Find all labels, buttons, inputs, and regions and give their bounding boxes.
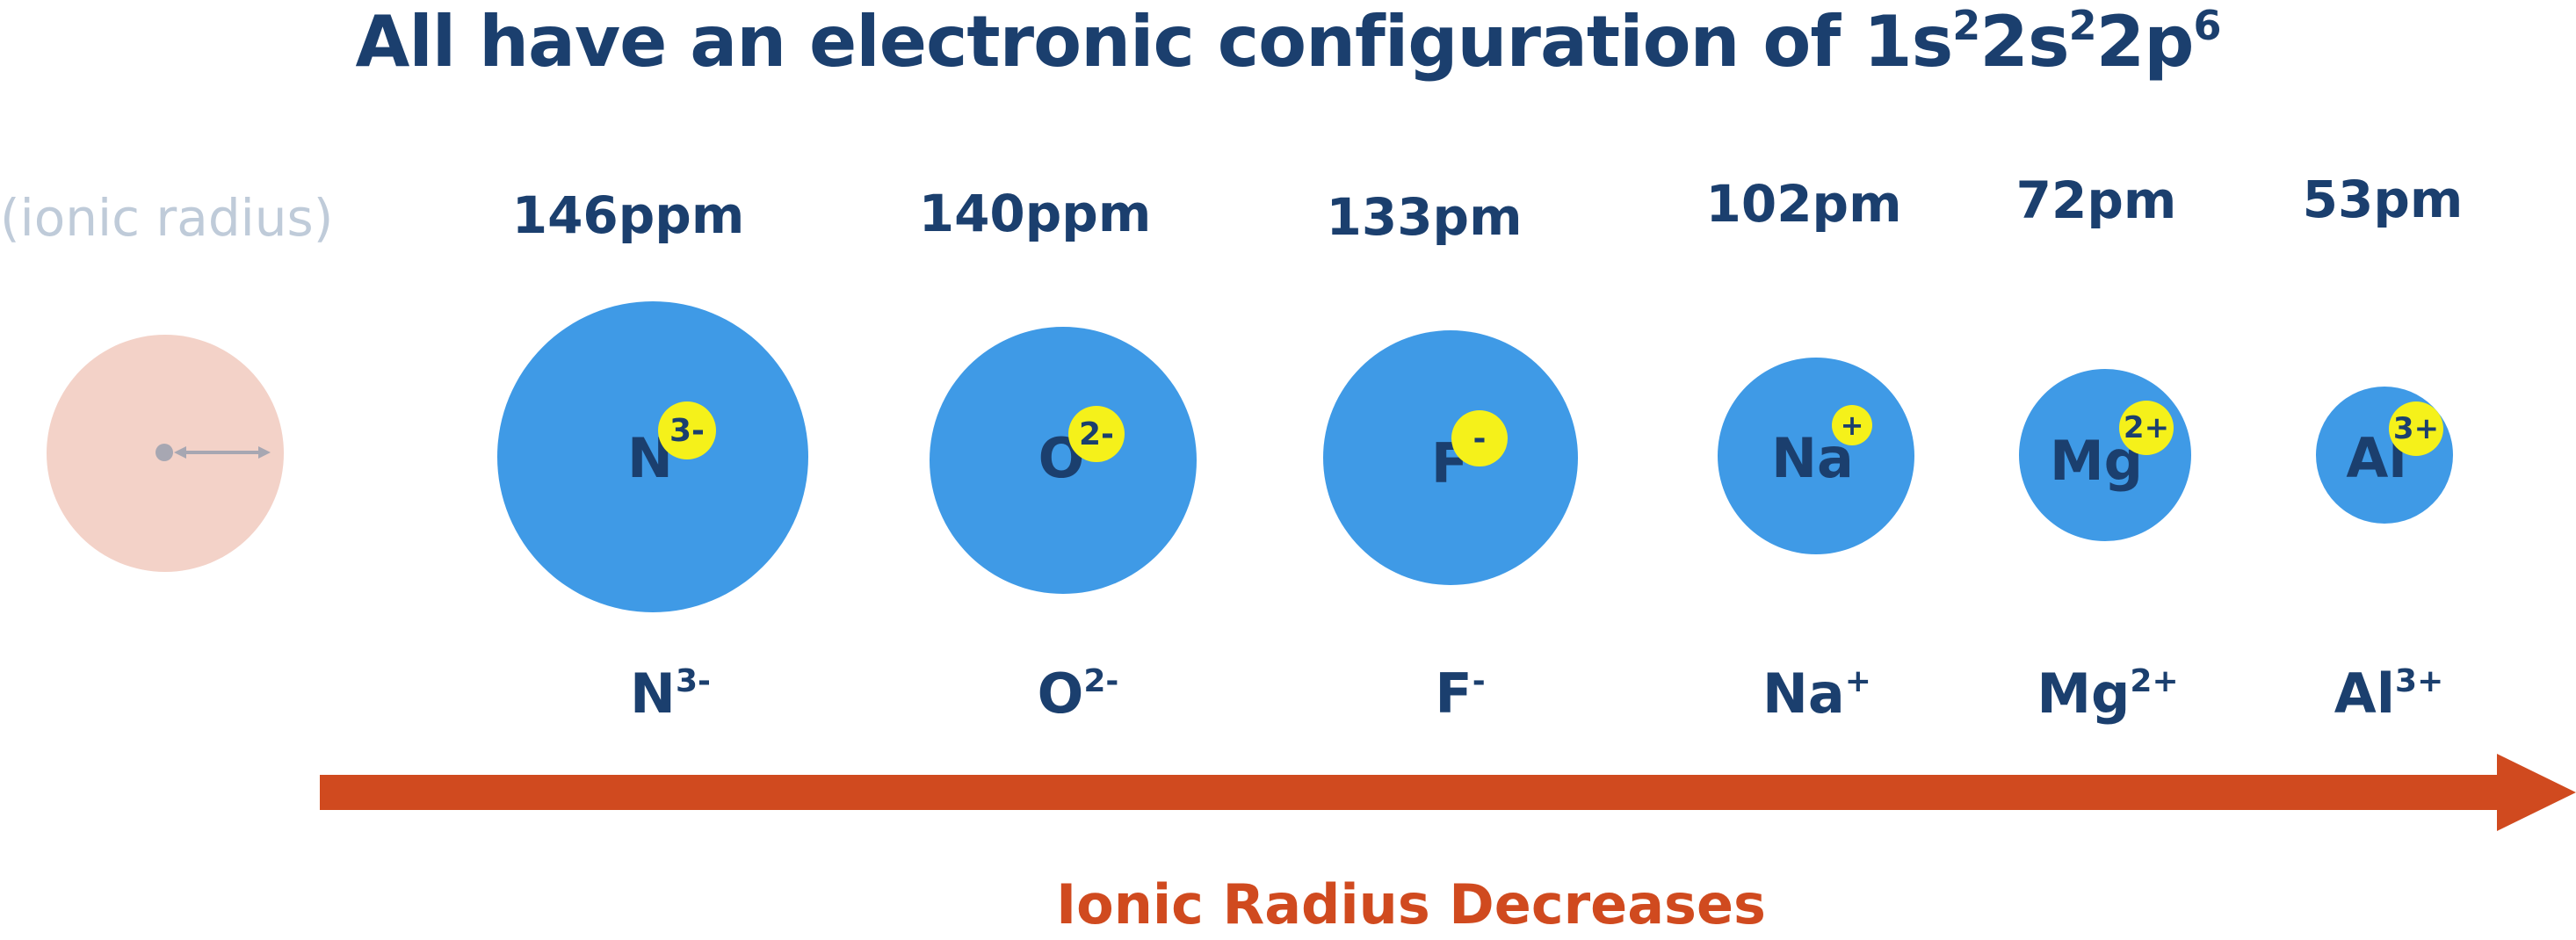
- charge-badge: -: [1451, 410, 1508, 466]
- ion-circle: [1718, 358, 1914, 554]
- legend-label: (ionic radius): [0, 188, 334, 248]
- ion-radius-label: 53pm: [2302, 170, 2464, 229]
- ion-circle: [497, 301, 808, 612]
- decrease-arrow: [320, 754, 2576, 831]
- ion-label: F-: [1435, 662, 1486, 726]
- arrow-head: [2497, 754, 2576, 831]
- ion-label: Na+: [1762, 662, 1871, 726]
- ion-radius-label: 146ppm: [511, 185, 745, 245]
- ion-label: Al3+: [2334, 662, 2444, 726]
- ion-label: O2-: [1037, 662, 1119, 726]
- footer-label: Ionic Radius Decreases: [1056, 872, 1766, 936]
- charge-badge: 2-: [1068, 406, 1125, 462]
- ion-radius-label: 102pm: [1705, 174, 1902, 234]
- ion-circle: [930, 327, 1197, 594]
- page-title: All have an electronic configuration of …: [355, 1, 2221, 83]
- charge-badge: 2+: [2119, 401, 2174, 455]
- charge-badge: 3-: [658, 401, 716, 459]
- legend-arrowhead-left: [174, 446, 186, 459]
- ion-label: Mg2+: [2037, 662, 2179, 726]
- legend-nucleus: [156, 444, 173, 461]
- ion-radius-label: 133pm: [1326, 187, 1523, 247]
- ion-radius-label: 72pm: [2015, 170, 2177, 230]
- charge-badge: +: [1832, 405, 1872, 445]
- arrow-shaft: [320, 775, 2506, 810]
- legend-arrowhead-right: [258, 446, 271, 459]
- ion-radius-label: 140ppm: [918, 184, 1152, 243]
- ion-circle: [2019, 369, 2191, 541]
- ion-label: N3-: [630, 662, 711, 726]
- ion-circle: [1323, 330, 1578, 585]
- charge-badge: 3+: [2389, 401, 2443, 456]
- legend-radius-icon: [47, 335, 284, 572]
